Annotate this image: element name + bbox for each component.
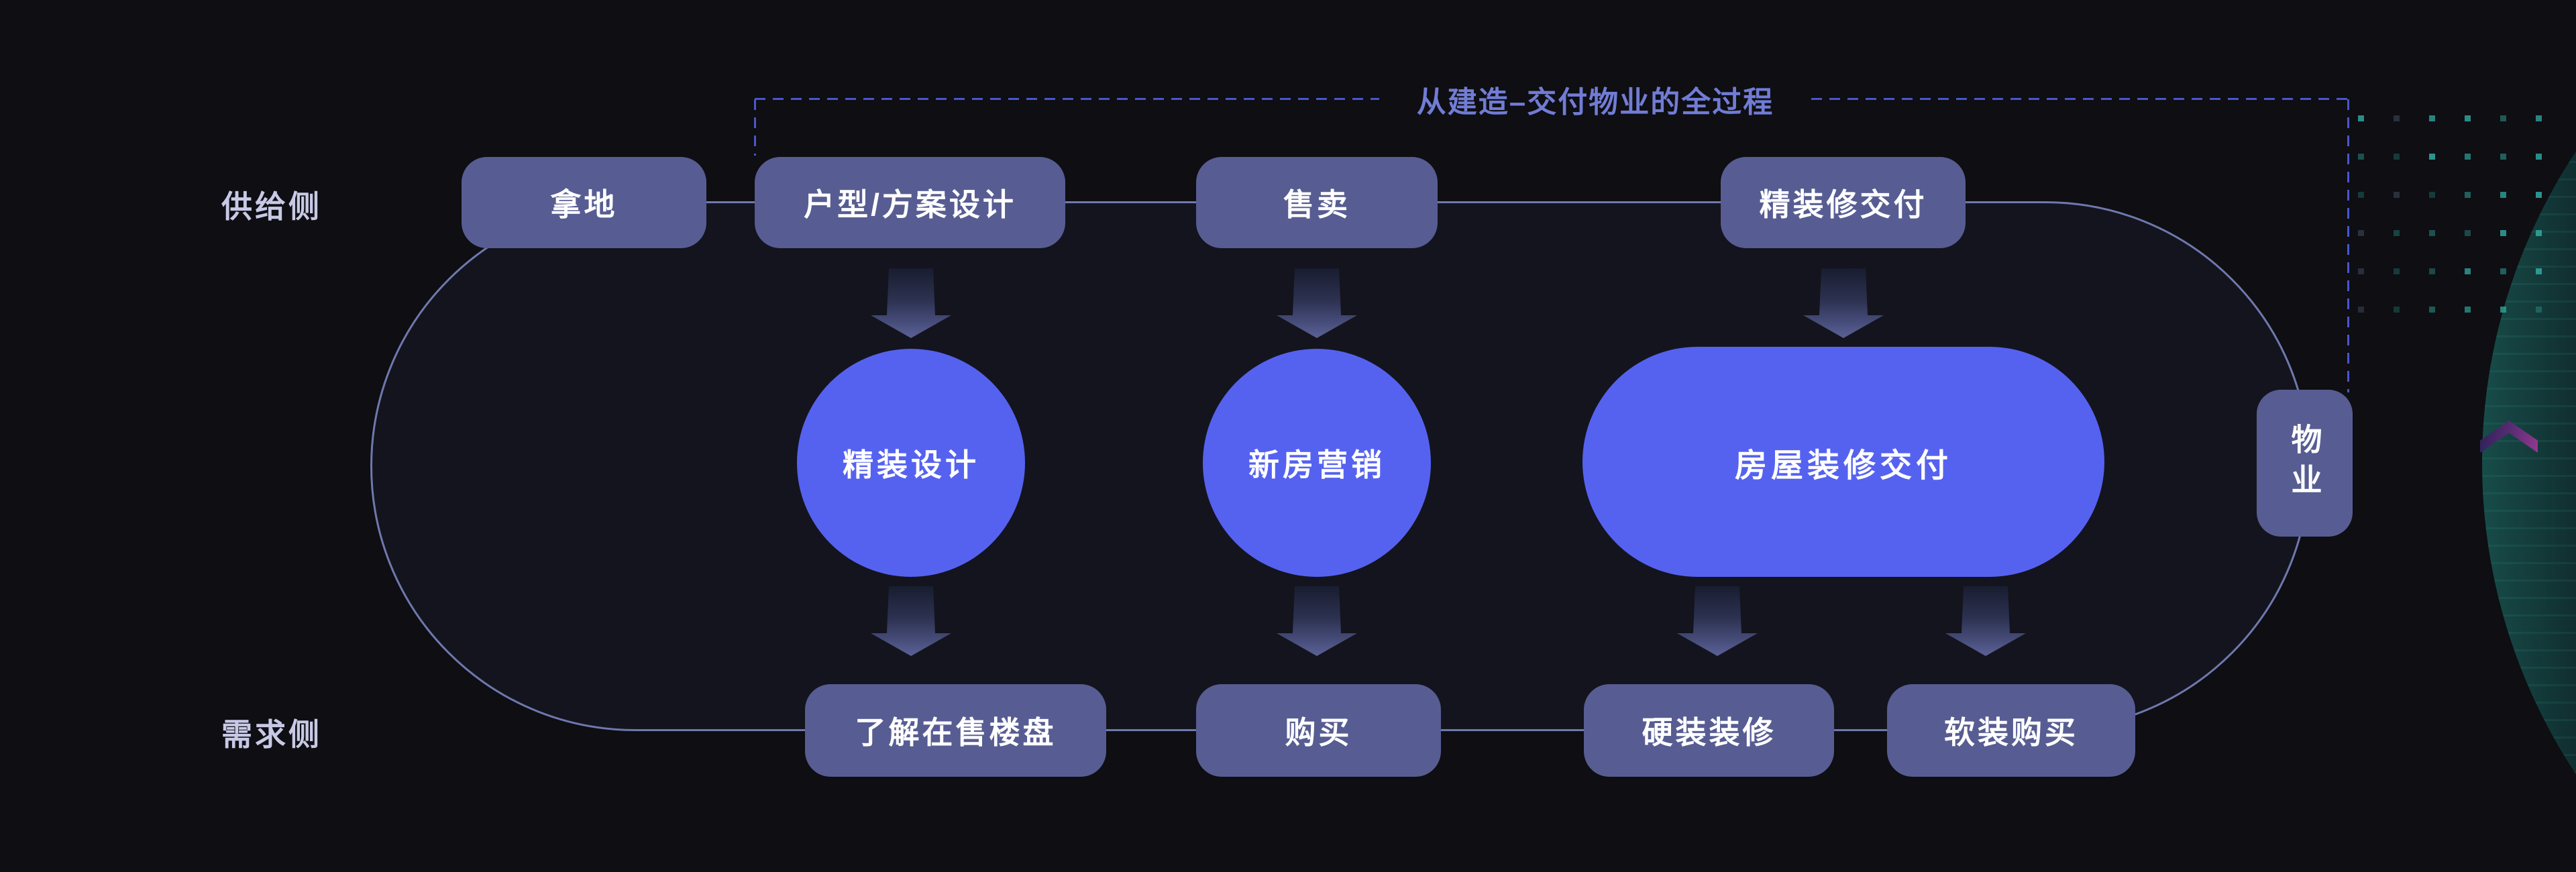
grid-dot: [2394, 230, 2400, 236]
dot-grid: [2358, 115, 2559, 330]
demand-step-hard-renovation: 硬装装修: [1584, 684, 1834, 777]
dashed-scope-drop-right: [2347, 99, 2349, 392]
grid-dot: [2500, 307, 2506, 313]
grid-dot: [2394, 192, 2400, 198]
property-node: 物业: [2257, 390, 2353, 537]
demand-step-purchase: 购买: [1196, 684, 1441, 777]
grid-dot: [2465, 307, 2471, 313]
grid-dot: [2536, 268, 2542, 274]
grid-dot: [2500, 268, 2506, 274]
grid-dot: [2394, 307, 2400, 313]
grid-dot: [2358, 154, 2364, 160]
grid-dot: [2394, 268, 2400, 274]
grid-dot: [2429, 192, 2435, 198]
grid-dot: [2429, 268, 2435, 274]
grid-dot: [2429, 154, 2435, 160]
mid-node-finished-design: 精装设计: [797, 349, 1025, 577]
grid-dot: [2536, 230, 2542, 236]
supply-step-floorplan-design: 户型/方案设计: [755, 157, 1065, 248]
grid-dot: [2500, 230, 2506, 236]
grid-dot: [2465, 154, 2471, 160]
supply-step-finished-decoration-delivery: 精装修交付: [1721, 157, 1966, 248]
demand-step-soft-furnishing: 软装购买: [1887, 684, 2135, 777]
grid-dot: [2500, 154, 2506, 160]
demand-side-label: 需求侧: [221, 717, 322, 752]
dashed-scope-drop-left: [754, 99, 756, 156]
demand-step-browse-listings: 了解在售楼盘: [805, 684, 1106, 777]
mid-node-new-home-marketing: 新房营销: [1203, 349, 1431, 577]
grid-dot: [2500, 192, 2506, 198]
grid-dot: [2536, 192, 2542, 198]
grid-dot: [2536, 307, 2542, 313]
scope-note: 从建造–交付物业的全过程: [1416, 86, 1774, 119]
grid-dot: [2465, 230, 2471, 236]
grid-dot: [2358, 268, 2364, 274]
grid-dot: [2536, 154, 2542, 160]
grid-dot: [2358, 115, 2364, 121]
supply-step-sales: 售卖: [1196, 157, 1438, 248]
grid-dot: [2429, 115, 2435, 121]
supply-side-label: 供给侧: [221, 189, 322, 224]
grid-dot: [2465, 268, 2471, 274]
grid-dot: [2429, 230, 2435, 236]
dashed-scope-line-right: [1811, 98, 2349, 100]
grid-dot: [2500, 115, 2506, 121]
grid-dot: [2465, 192, 2471, 198]
property-node-label: 物业: [2287, 423, 2322, 504]
mid-node-home-renovation-delivery: 房屋装修交付: [1582, 347, 2104, 577]
grid-dot: [2536, 115, 2542, 121]
dashed-scope-line-left: [755, 98, 1379, 100]
grid-dot: [2465, 115, 2471, 121]
grid-dot: [2429, 307, 2435, 313]
grid-dot: [2358, 192, 2364, 198]
grid-dot: [2394, 115, 2400, 121]
grid-dot: [2358, 230, 2364, 236]
grid-dot: [2394, 154, 2400, 160]
supply-step-land-acquisition: 拿地: [462, 157, 706, 248]
grid-dot: [2358, 307, 2364, 313]
